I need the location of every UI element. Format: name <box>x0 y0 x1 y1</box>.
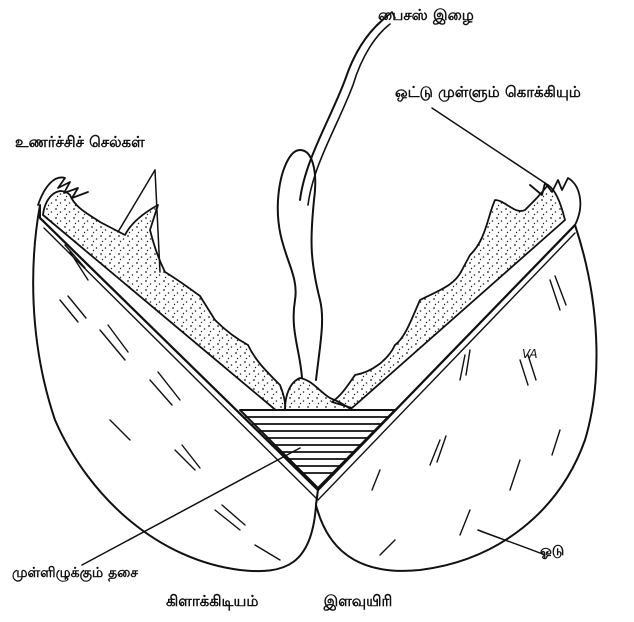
leader-teeth <box>432 108 548 185</box>
adductor-muscle-label: முள்ளிழுக்கும் தசை <box>12 565 138 583</box>
sense-cells-label: உணர்ச்சிச் செல்கள் <box>15 133 145 153</box>
shell-small-label: VA <box>522 347 538 361</box>
byssus-label: பைசஸ் இழை <box>378 6 474 26</box>
diagram-caption: கிளாக்கிடியம் இளவுயிரி <box>166 592 392 612</box>
shell-label: ஓடு <box>540 543 564 561</box>
byssus-thread <box>278 150 322 380</box>
hinge-teeth-label: ஒட்டு முள்ளும் கொக்கியும் <box>395 83 581 103</box>
